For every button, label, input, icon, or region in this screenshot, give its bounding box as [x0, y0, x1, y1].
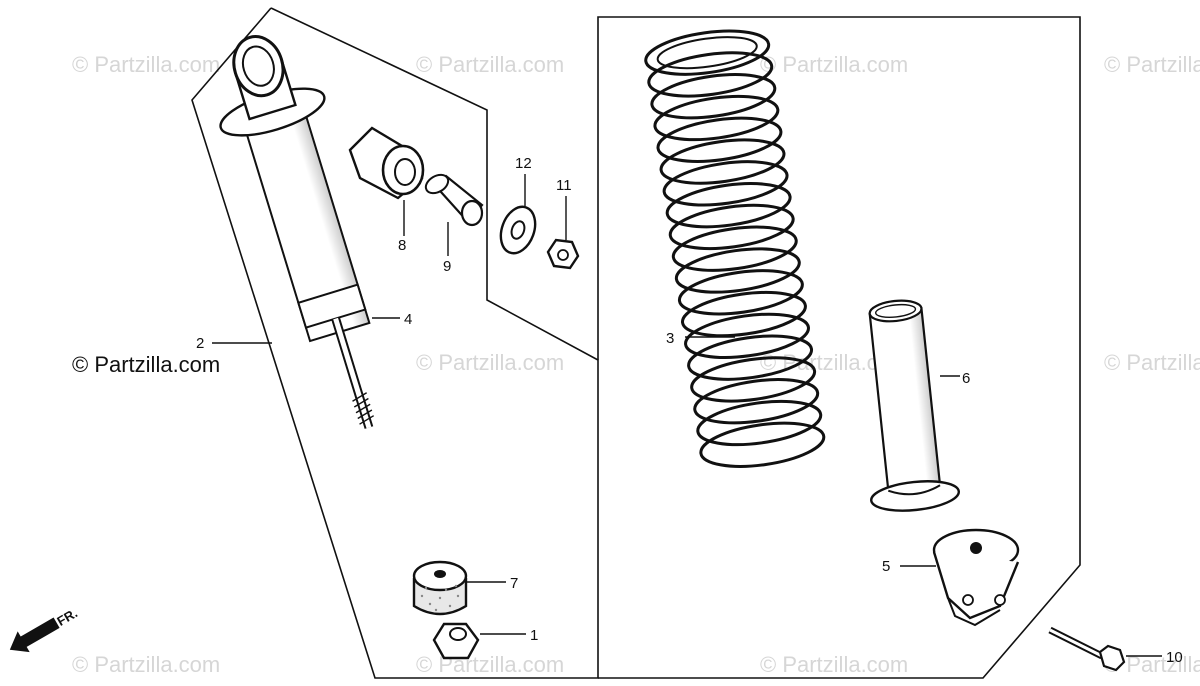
watermark: © Partzilla.com: [760, 652, 909, 677]
assembly-outline-left: [191, 7, 599, 679]
part-number: 4: [404, 311, 412, 328]
front-arrow-icon: [9, 617, 60, 653]
assembly-outline-right: [597, 16, 1081, 679]
watermark: © Partzilla.com: [72, 52, 221, 77]
bolt-part: [1048, 626, 1126, 672]
watermark: © Partzilla.com: [760, 52, 909, 77]
lower-mount-part: [932, 528, 1020, 627]
lower-nut-part: [432, 622, 480, 660]
watermark: © Partzilla.com: [1104, 52, 1200, 77]
part-number: 12: [515, 155, 532, 172]
part-number: 9: [443, 258, 451, 275]
watermark: © Partzilla.com: [72, 652, 221, 677]
watermark: © Partzilla.com: [1104, 350, 1200, 375]
rubber-bush-part: [412, 560, 468, 616]
copyright-text: © Partzilla.com: [72, 352, 221, 377]
part-number: 7: [510, 575, 518, 592]
part-number: 1: [530, 627, 538, 644]
part-number: 11: [556, 177, 572, 194]
watermark: © Partzilla.com: [416, 652, 565, 677]
part-number: 8: [398, 237, 406, 254]
part-number: 3: [666, 330, 674, 347]
leader-lines: [212, 174, 1162, 657]
washer-part: [499, 205, 537, 255]
part-number: 10: [1166, 649, 1183, 666]
spring-part: [644, 29, 826, 468]
collar-part: [424, 173, 484, 227]
spring-guide-part: [868, 299, 960, 512]
part-number: 2: [196, 335, 204, 352]
watermark: © Partzilla.com: [416, 350, 565, 375]
direction-label: FR.: [54, 605, 80, 628]
watermark: © Partzilla.com: [416, 52, 565, 77]
shock-absorber-part: [219, 35, 375, 429]
bushing-part: [348, 126, 425, 200]
nut-part: [546, 238, 580, 270]
part-number: 5: [882, 558, 890, 575]
part-number: 6: [962, 370, 970, 387]
